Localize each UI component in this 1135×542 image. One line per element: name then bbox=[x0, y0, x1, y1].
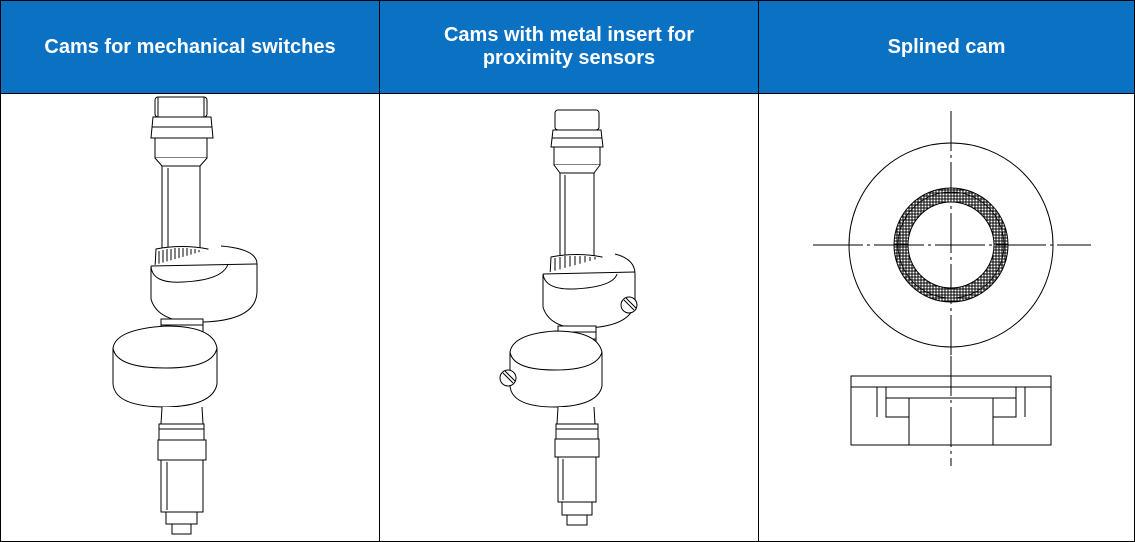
lower-cam bbox=[113, 326, 217, 407]
shaft-with-two-cams-and-metal-inserts-drawing bbox=[380, 94, 758, 541]
header-cams-metal-insert-label: Cams with metal insert for proximity sen… bbox=[443, 24, 695, 69]
cell-cams-metal-insert bbox=[379, 93, 759, 542]
cell-splined-cam bbox=[758, 93, 1135, 542]
metal-insert-screw-upper bbox=[621, 297, 637, 313]
shaft-top bbox=[551, 110, 603, 259]
header-cams-mechanical-switches: Cams for mechanical switches bbox=[0, 0, 380, 94]
shaft-bottom bbox=[158, 407, 206, 534]
upper-cam bbox=[151, 246, 257, 322]
shaft-top bbox=[151, 97, 213, 254]
metal-insert-screw-lower bbox=[500, 370, 516, 386]
front-view bbox=[813, 111, 1091, 369]
section-view bbox=[851, 356, 1051, 466]
header-row: Cams for mechanical switches Cams with m… bbox=[0, 0, 1135, 94]
lower-cam bbox=[500, 331, 602, 407]
upper-cam bbox=[543, 254, 637, 328]
drawing-row bbox=[0, 93, 1135, 542]
splined-cam-front-and-section-view bbox=[759, 94, 1134, 541]
shaft-bottom bbox=[555, 407, 599, 525]
cell-cams-mechanical-switches bbox=[0, 93, 380, 542]
shaft-with-two-cams-drawing bbox=[1, 94, 379, 541]
header-splined-cam: Splined cam bbox=[758, 0, 1135, 94]
header-cams-metal-insert: Cams with metal insert for proximity sen… bbox=[379, 0, 759, 94]
